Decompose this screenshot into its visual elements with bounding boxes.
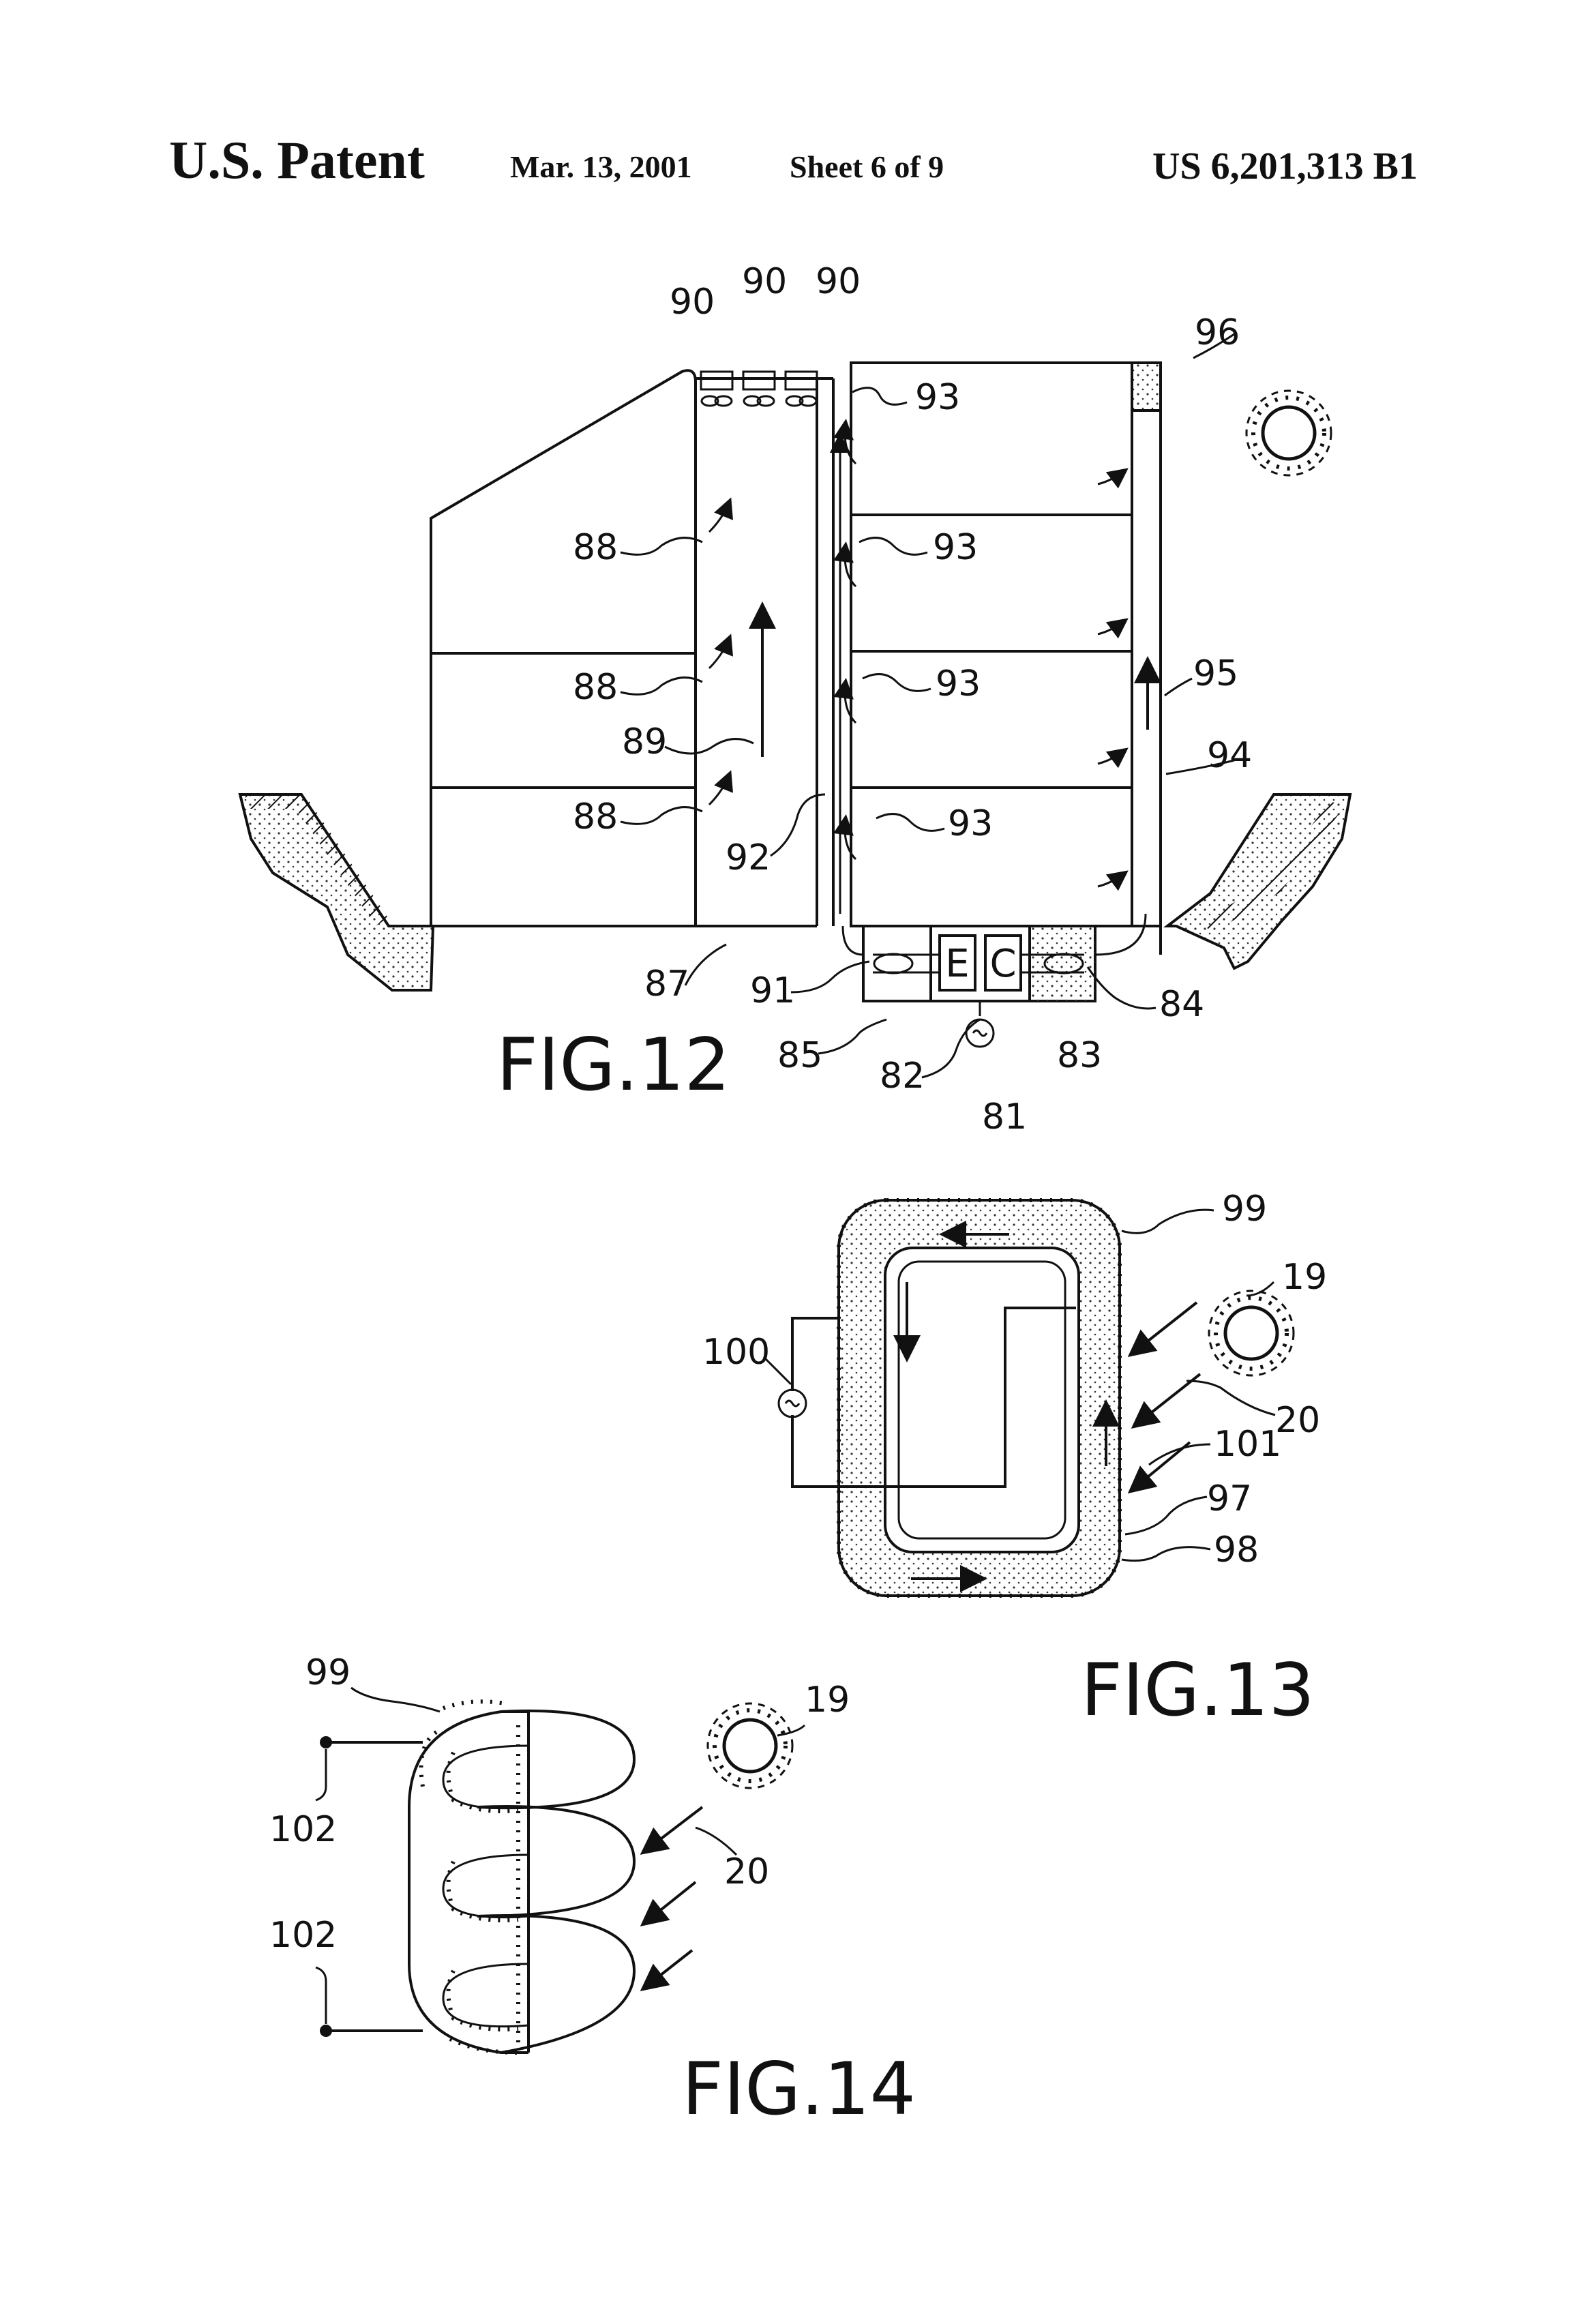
ref-99: 99 (1222, 1189, 1267, 1230)
figure-13: 99 19 100 20 101 97 98 FIG.13 (702, 1189, 1327, 1732)
sun-icon (1247, 391, 1331, 475)
ground-left (240, 794, 433, 990)
sun-icon (1209, 1291, 1294, 1375)
ref-102a: 102 (269, 1809, 337, 1850)
ref-81: 81 (982, 1097, 1027, 1137)
ref-99: 99 (305, 1652, 350, 1693)
heat-pump-unit: E C (843, 914, 1146, 1047)
figure-12: E C (240, 261, 1350, 1137)
ref-96: 96 (1195, 312, 1240, 353)
ref-92: 92 (726, 837, 771, 878)
ref-102b: 102 (269, 1915, 337, 1956)
fan-units (701, 372, 817, 406)
ref-20: 20 (1275, 1400, 1320, 1441)
left-building-outline (431, 370, 696, 926)
ref-93b: 93 (933, 527, 978, 568)
ref-98: 98 (1214, 1530, 1259, 1570)
ref-87: 87 (644, 964, 689, 1004)
ref-88b: 88 (573, 667, 618, 708)
ref-91: 91 (750, 970, 795, 1011)
ref-93c: 93 (936, 664, 981, 704)
ref-19: 19 (1282, 1257, 1327, 1298)
ref-95: 95 (1193, 653, 1238, 694)
ref-97: 97 (1207, 1478, 1252, 1519)
compressor-label: C (989, 942, 1016, 986)
fig13-caption: FIG.13 (1081, 1648, 1315, 1732)
ref-84: 84 (1159, 984, 1204, 1025)
ref-89: 89 (622, 721, 667, 762)
leader-lines-fig12 (621, 334, 1234, 1077)
ref-94: 94 (1207, 735, 1252, 776)
ref-90c: 90 (816, 261, 861, 302)
ref-85: 85 (777, 1035, 822, 1076)
ref-90a: 90 (670, 282, 715, 323)
coil-body (409, 1712, 528, 2053)
ref-19: 19 (805, 1680, 850, 1720)
ref-88a: 88 (573, 527, 618, 568)
ref-20: 20 (724, 1851, 769, 1892)
right-building (833, 363, 1161, 955)
evaporator-label: E (945, 942, 969, 986)
ref-101: 101 (1214, 1424, 1281, 1465)
ref-90b: 90 (742, 261, 787, 302)
figure-14: 99 19 102 102 20 FIG.14 (269, 1652, 916, 2131)
ref-93d: 93 (948, 803, 993, 844)
ref-100: 100 (702, 1332, 770, 1373)
ref-93a: 93 (915, 377, 960, 418)
sun-icon (708, 1703, 792, 1788)
ref-82: 82 (880, 1056, 925, 1097)
ground-right (1167, 794, 1350, 968)
ref-83: 83 (1057, 1035, 1102, 1076)
airflow-arrows (709, 423, 1148, 914)
fig12-caption: FIG.12 (496, 1023, 730, 1107)
ref-88c: 88 (573, 796, 618, 837)
fig14-caption: FIG.14 (682, 2047, 916, 2131)
